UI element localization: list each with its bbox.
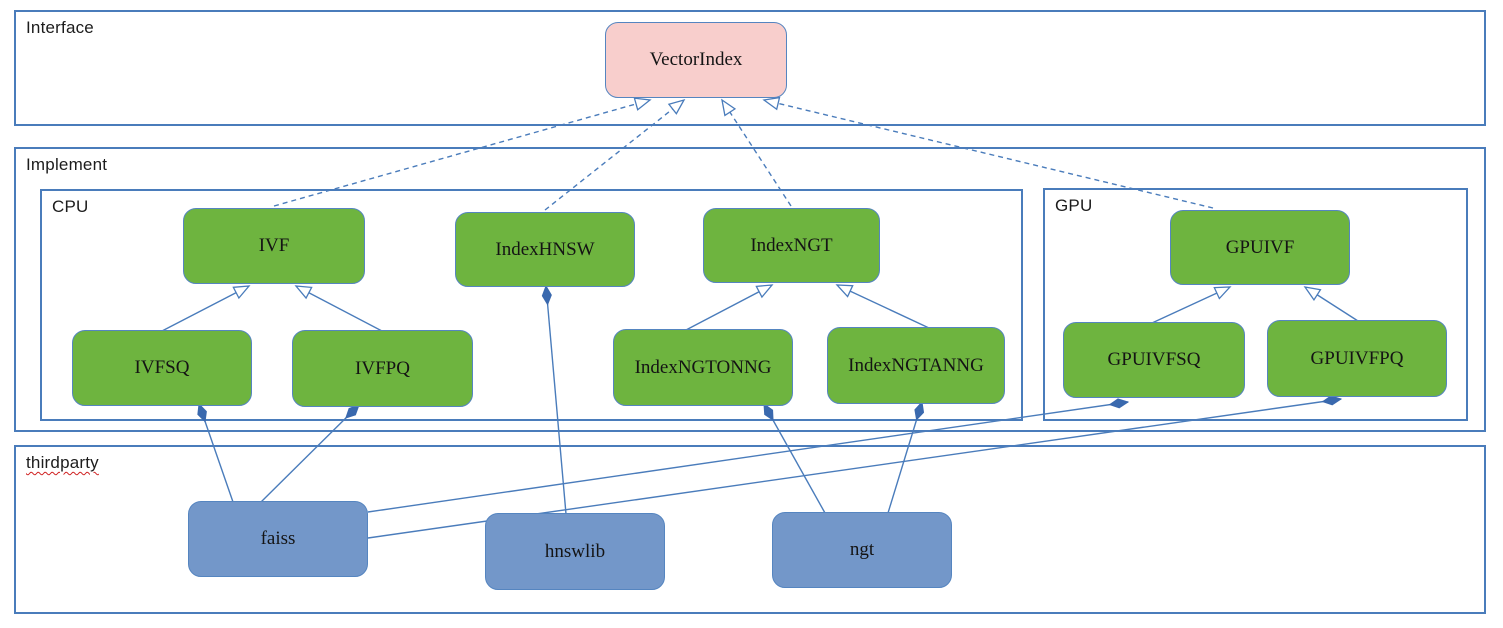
node-indexngtanng-label: IndexNGTANNG	[848, 354, 984, 376]
gpu-label: GPU	[1055, 196, 1093, 215]
node-ngt-label: ngt	[849, 539, 875, 560]
node-indexhnsw-label: IndexHNSW	[495, 238, 595, 260]
node-faiss-label: faiss	[260, 528, 296, 549]
node-vectorindex[interactable]: VectorIndex	[605, 22, 787, 98]
thirdparty-label: thirdparty	[26, 453, 99, 472]
node-ivfpq-label: IVFPQ	[355, 357, 410, 379]
node-gpuivf[interactable]: GPUIVF	[1170, 210, 1350, 285]
node-indexngt[interactable]: IndexNGT	[703, 208, 880, 283]
node-faiss[interactable]: faiss	[188, 501, 368, 577]
node-ivfpq[interactable]: IVFPQ	[292, 330, 473, 407]
node-hnswlib[interactable]: hnswlib	[485, 513, 665, 590]
node-indexhnsw[interactable]: IndexHNSW	[455, 212, 635, 287]
node-gpuivfpq[interactable]: GPUIVFPQ	[1267, 320, 1447, 397]
node-ivf-label: IVF	[258, 235, 290, 256]
node-gpuivf-label: GPUIVF	[1225, 236, 1295, 258]
node-ivfsq-label: IVFSQ	[134, 357, 190, 378]
node-indexngtonng[interactable]: IndexNGTONNG	[613, 329, 793, 406]
node-indexngtanng[interactable]: IndexNGTANNG	[827, 327, 1005, 404]
node-gpuivfpq-label: GPUIVFPQ	[1310, 347, 1404, 369]
node-indexngt-label: IndexNGT	[750, 234, 833, 256]
node-ivfsq[interactable]: IVFSQ	[72, 330, 252, 406]
implement-label: Implement	[26, 155, 108, 174]
node-ngt[interactable]: ngt	[772, 512, 952, 588]
node-vectorindex-label: VectorIndex	[649, 49, 743, 70]
cpu-label: CPU	[52, 197, 89, 216]
node-ivf[interactable]: IVF	[183, 208, 365, 284]
node-hnswlib-label: hnswlib	[544, 540, 606, 562]
node-gpuivfsq[interactable]: GPUIVFSQ	[1063, 322, 1245, 398]
node-indexngtonng-label: IndexNGTONNG	[634, 356, 772, 378]
interface-label: Interface	[26, 18, 94, 37]
node-gpuivfsq-label: GPUIVFSQ	[1107, 349, 1201, 370]
